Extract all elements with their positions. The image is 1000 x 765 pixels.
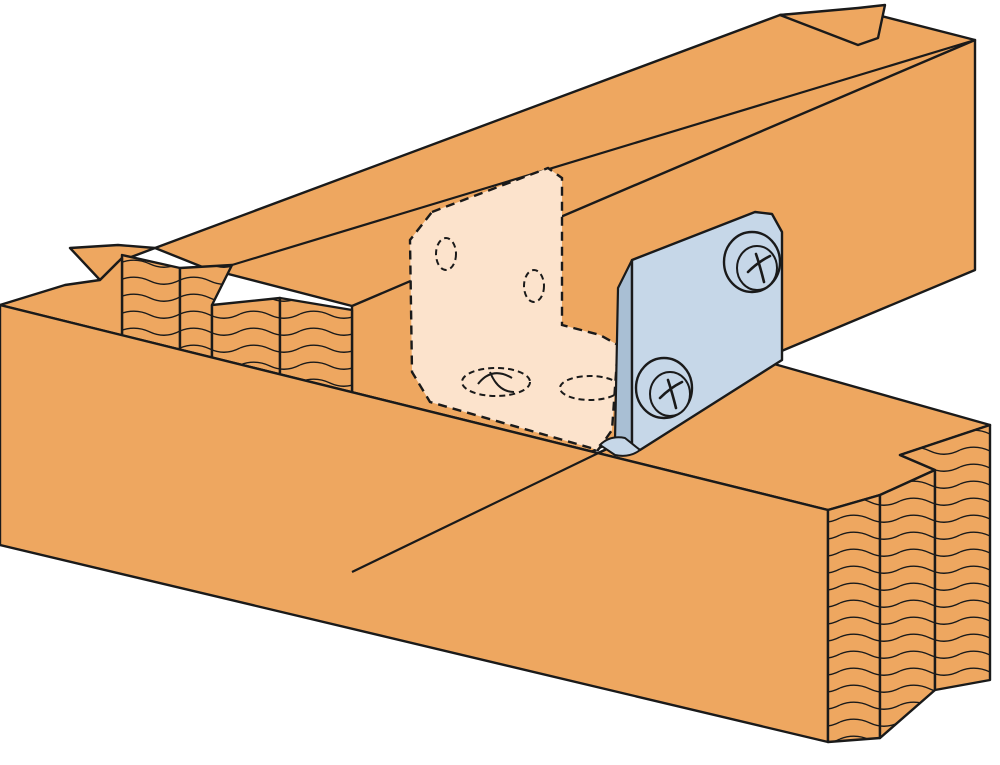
hidden-screw-hole-icon <box>523 269 545 303</box>
hidden-screw-cross <box>477 371 515 393</box>
bracket-plate <box>598 210 784 457</box>
back-beam-far-end <box>778 3 887 47</box>
bracket-foot <box>598 436 642 457</box>
wood-grain-pattern <box>880 470 935 738</box>
hidden-screw-hole-icon <box>435 237 457 271</box>
wood-grain-pattern <box>828 495 880 742</box>
front-beam <box>0 256 992 744</box>
wood-grain-pattern <box>900 425 990 690</box>
beam-joint-line <box>351 444 616 573</box>
back-beam-left-notch <box>68 243 157 282</box>
bracket-plate-edge <box>613 259 634 454</box>
screw-head-icon <box>634 356 694 420</box>
back-beam-top-edge <box>231 38 976 267</box>
screw-head-icon <box>722 230 782 294</box>
hidden-screw-hole-icon <box>461 367 531 397</box>
